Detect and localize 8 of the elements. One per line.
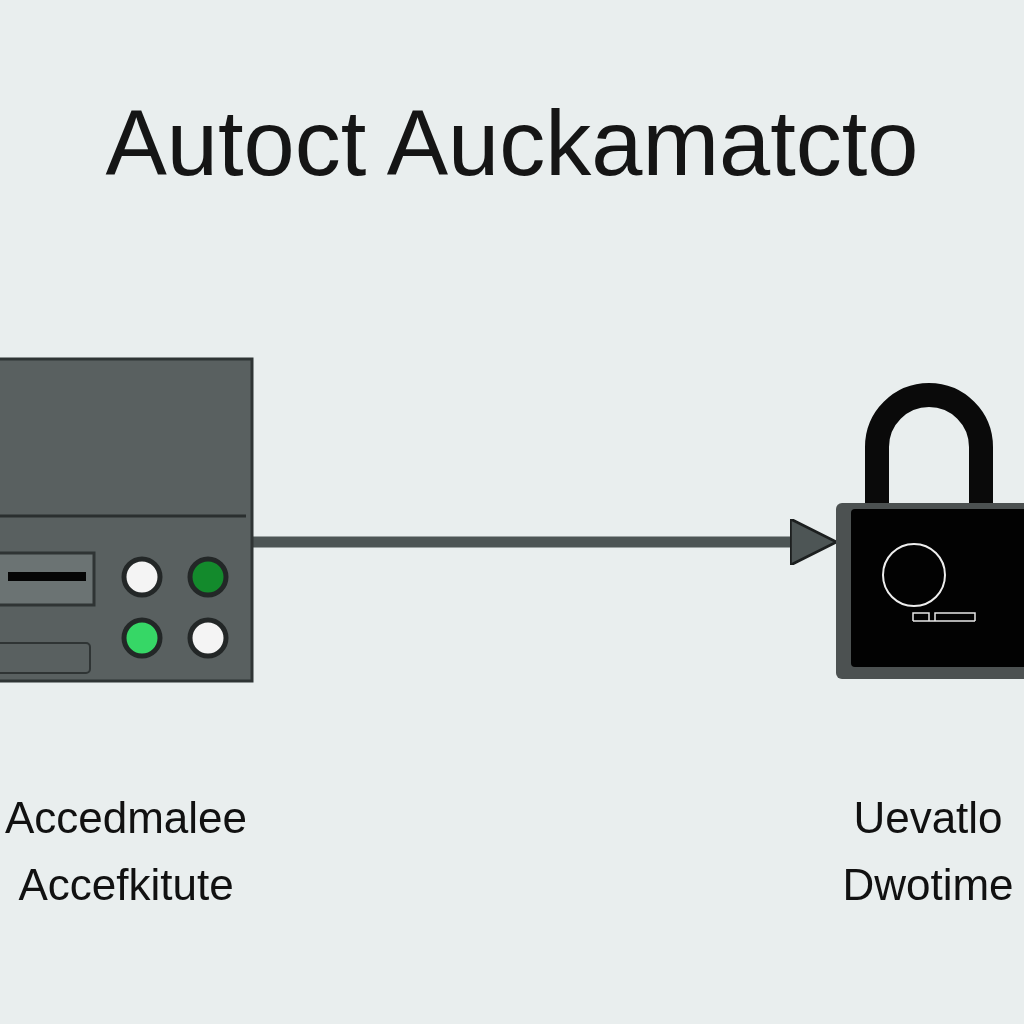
node-caption: Accedmalee [4, 792, 248, 844]
server-drawing [0, 358, 253, 683]
node-caption: Uevatlo [853, 792, 1003, 844]
node-caption: Dwotime [842, 859, 1014, 911]
node-caption: Accefkitute [18, 859, 234, 911]
arrow [253, 517, 838, 567]
padlock-drawing [835, 385, 1024, 679]
title: Autoct Auckamatcto [105, 91, 919, 196]
